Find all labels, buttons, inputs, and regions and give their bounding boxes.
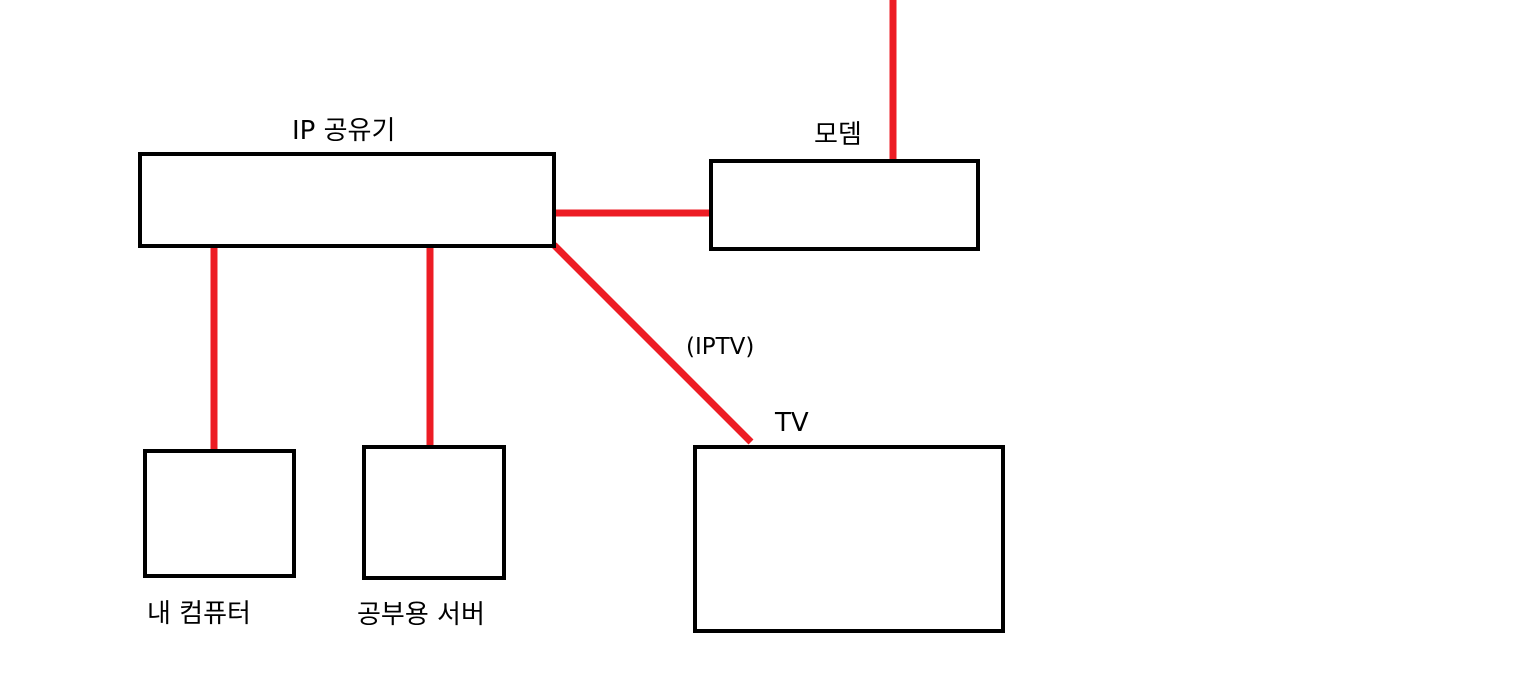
router-label: IP 공유기 — [292, 116, 396, 146]
modem-box — [709, 159, 980, 251]
study-server-box — [362, 445, 506, 580]
my-computer-box — [143, 449, 296, 578]
modem-label: 모뎀 — [814, 120, 862, 150]
tv-label: TV — [775, 408, 809, 438]
iptv-edge-label: (IPTV) — [686, 334, 755, 360]
router-box — [138, 152, 556, 248]
tv-box — [693, 445, 1005, 633]
edge-router-tv — [551, 242, 754, 445]
study-server-label: 공부용 서버 — [357, 600, 485, 630]
my-computer-label: 내 컴퓨터 — [147, 599, 251, 629]
